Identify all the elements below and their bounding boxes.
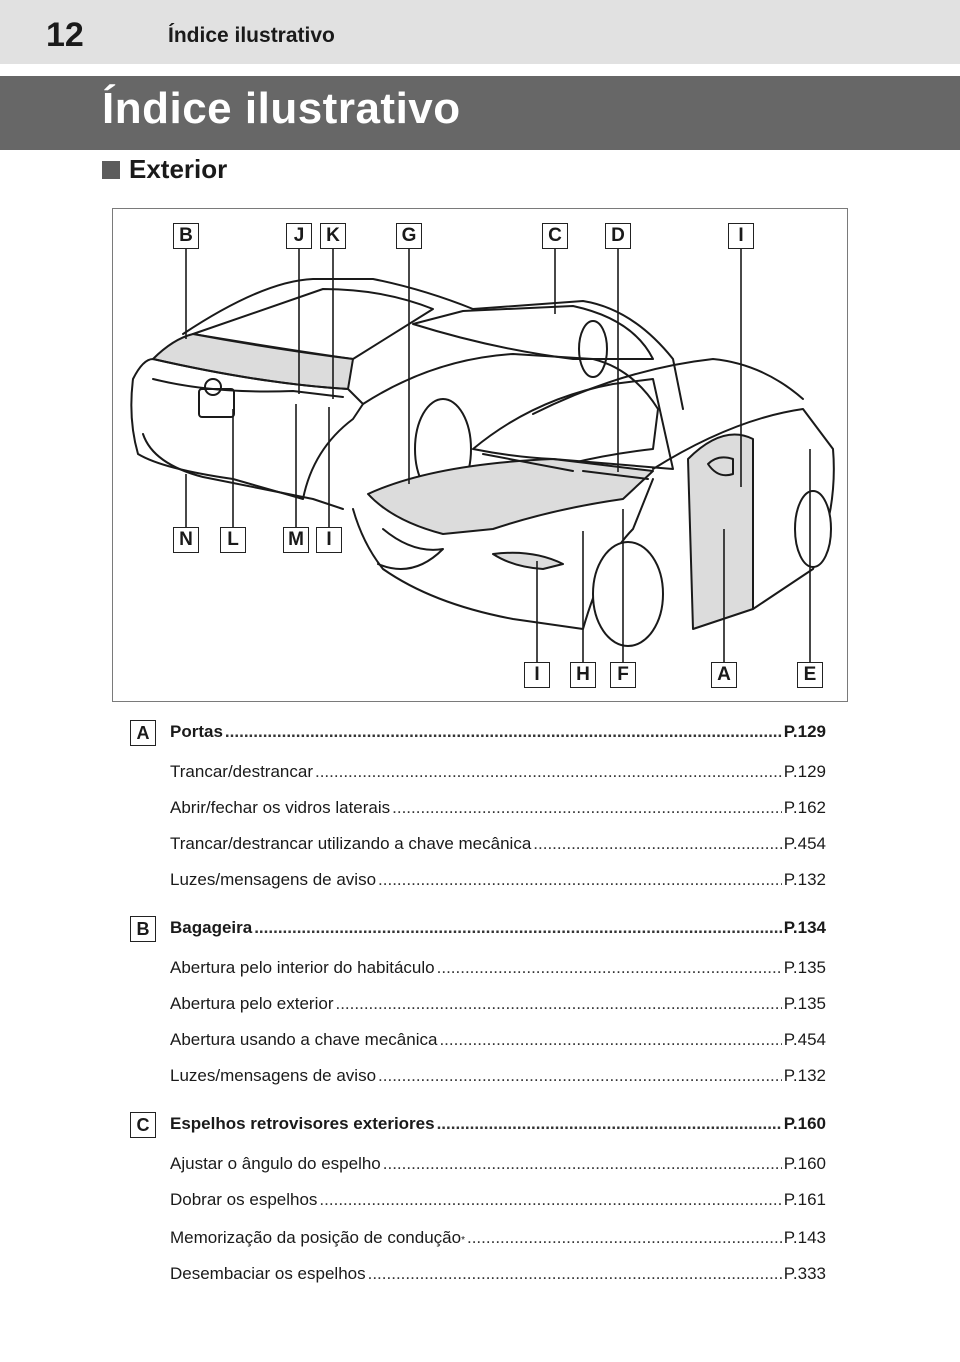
callout-L: L bbox=[220, 527, 246, 553]
entry-item[interactable]: Trancar/destrancar utilizando a chave me… bbox=[170, 834, 826, 854]
entry-item[interactable]: Desembaciar os espelhos P.333 bbox=[170, 1264, 826, 1284]
entry-key: A bbox=[130, 720, 156, 746]
front-car-mirror bbox=[707, 456, 734, 477]
entry-title-line[interactable]: Bagageira P.134 bbox=[170, 918, 826, 938]
entry-item[interactable]: Dobrar os espelhos P.161 bbox=[170, 1190, 826, 1210]
item-page: P.135 bbox=[783, 958, 826, 977]
item-label: Abrir/fechar os vidros laterais bbox=[170, 798, 391, 817]
callout-I-rear: I bbox=[316, 527, 342, 553]
callout-M: M bbox=[283, 527, 309, 553]
front-car-grille bbox=[377, 528, 444, 570]
item-label: Desembaciar os espelhos bbox=[170, 1264, 366, 1283]
car-line-drawing bbox=[130, 249, 835, 664]
callout-E: E bbox=[797, 662, 823, 688]
header-section-title: Índice ilustrativo bbox=[168, 24, 335, 47]
item-label: Ajustar o ângulo do espelho bbox=[170, 1154, 381, 1173]
front-car-wiper bbox=[482, 453, 649, 480]
front-car-rear-wheel bbox=[794, 490, 832, 568]
item-label: Trancar/destrancar utilizando a chave me… bbox=[170, 834, 532, 853]
item-page: P.333 bbox=[783, 1264, 826, 1283]
rear-car-plate bbox=[198, 388, 235, 418]
item-label: Abertura pelo interior do habitáculo bbox=[170, 958, 435, 977]
callout-A: A bbox=[711, 662, 737, 688]
rear-car-body bbox=[130, 358, 364, 500]
callout-I-front: I bbox=[524, 662, 550, 688]
item-page: P.143 bbox=[783, 1228, 826, 1247]
entry-title: Portas bbox=[170, 722, 223, 741]
front-car-windshield bbox=[472, 378, 674, 470]
callout-K: K bbox=[320, 223, 346, 249]
rear-car-roof bbox=[182, 278, 684, 410]
rear-car-bumper bbox=[142, 433, 344, 510]
callout-H: H bbox=[570, 662, 596, 688]
item-page: P.162 bbox=[783, 798, 826, 817]
item-page: P.161 bbox=[783, 1190, 826, 1209]
rear-car-side-window bbox=[412, 305, 654, 360]
callout-G: G bbox=[396, 223, 422, 249]
square-bullet-icon bbox=[102, 160, 120, 179]
entry-item[interactable]: Abertura pelo exterior P.135 bbox=[170, 994, 826, 1014]
entry-item[interactable]: Abertura usando a chave mecânica P.454 bbox=[170, 1030, 826, 1050]
entry-item[interactable]: Abertura pelo interior do habitáculo P.13… bbox=[170, 958, 826, 978]
item-page: P.129 bbox=[783, 762, 826, 781]
page-number: 12 bbox=[46, 16, 84, 54]
callout-J: J bbox=[286, 223, 312, 249]
front-car-roof bbox=[532, 358, 804, 415]
entry-title-line[interactable]: Portas P.129 bbox=[170, 722, 826, 742]
callout-D: D bbox=[605, 223, 631, 249]
entry-key: C bbox=[130, 1112, 156, 1138]
item-label: Dobrar os espelhos bbox=[170, 1190, 318, 1209]
entry-item[interactable]: Luzes/mensagens de aviso P.132 bbox=[170, 870, 826, 890]
callout-C: C bbox=[542, 223, 568, 249]
front-car-headlight bbox=[492, 551, 564, 570]
item-page: P.454 bbox=[783, 834, 826, 853]
page-title: Índice ilustrativo bbox=[102, 84, 461, 133]
item-label: Abertura pelo exterior bbox=[170, 994, 334, 1013]
entry-item[interactable]: Ajustar o ângulo do espelho P.160 bbox=[170, 1154, 826, 1174]
item-page: P.135 bbox=[783, 994, 826, 1013]
entry-item[interactable]: Memorização da posição de condução* P.143 bbox=[170, 1228, 826, 1248]
header-bar bbox=[0, 0, 960, 64]
front-car-hood bbox=[367, 458, 654, 535]
item-label: Luzes/mensagens de aviso bbox=[170, 870, 377, 889]
section-heading: Exterior bbox=[102, 154, 227, 185]
item-page: P.132 bbox=[783, 1066, 826, 1085]
entry-item[interactable]: Abrir/fechar os vidros laterais P.162 bbox=[170, 798, 826, 818]
entry-item[interactable]: Trancar/destrancar P.129 bbox=[170, 762, 826, 782]
entry-title: Espelhos retrovisores exteriores bbox=[170, 1114, 435, 1133]
entry-title: Bagageira bbox=[170, 918, 253, 937]
front-car-door bbox=[687, 433, 754, 630]
callout-I-top: I bbox=[728, 223, 754, 249]
callout-B: B bbox=[173, 223, 199, 249]
entry-key: B bbox=[130, 916, 156, 942]
front-car-wheel bbox=[592, 541, 664, 647]
callout-F: F bbox=[610, 662, 636, 688]
exterior-illustration: B J K G C D I N L M I I H F A E bbox=[112, 208, 848, 702]
item-label: Abertura usando a chave mecânica bbox=[170, 1030, 438, 1049]
title-bar bbox=[0, 76, 960, 150]
entry-page: P.134 bbox=[783, 918, 826, 937]
item-page: P.454 bbox=[783, 1030, 826, 1049]
callout-N: N bbox=[173, 527, 199, 553]
section-heading-label: Exterior bbox=[129, 154, 228, 184]
entry-title-line[interactable]: Espelhos retrovisores exteriores P.160 bbox=[170, 1114, 826, 1134]
item-page: P.160 bbox=[783, 1154, 826, 1173]
footnote-marker: * bbox=[461, 1235, 465, 1246]
rear-car-wheel-right bbox=[578, 320, 608, 378]
item-label: Memorização da posição de condução bbox=[170, 1228, 462, 1247]
entry-page: P.160 bbox=[783, 1114, 826, 1133]
item-label: Luzes/mensagens de aviso bbox=[170, 1066, 377, 1085]
entry-item[interactable]: Luzes/mensagens de aviso P.132 bbox=[170, 1066, 826, 1086]
item-page: P.132 bbox=[783, 870, 826, 889]
rear-car-trunk bbox=[152, 333, 354, 390]
entry-page: P.129 bbox=[783, 722, 826, 741]
item-label: Trancar/destrancar bbox=[170, 762, 313, 781]
